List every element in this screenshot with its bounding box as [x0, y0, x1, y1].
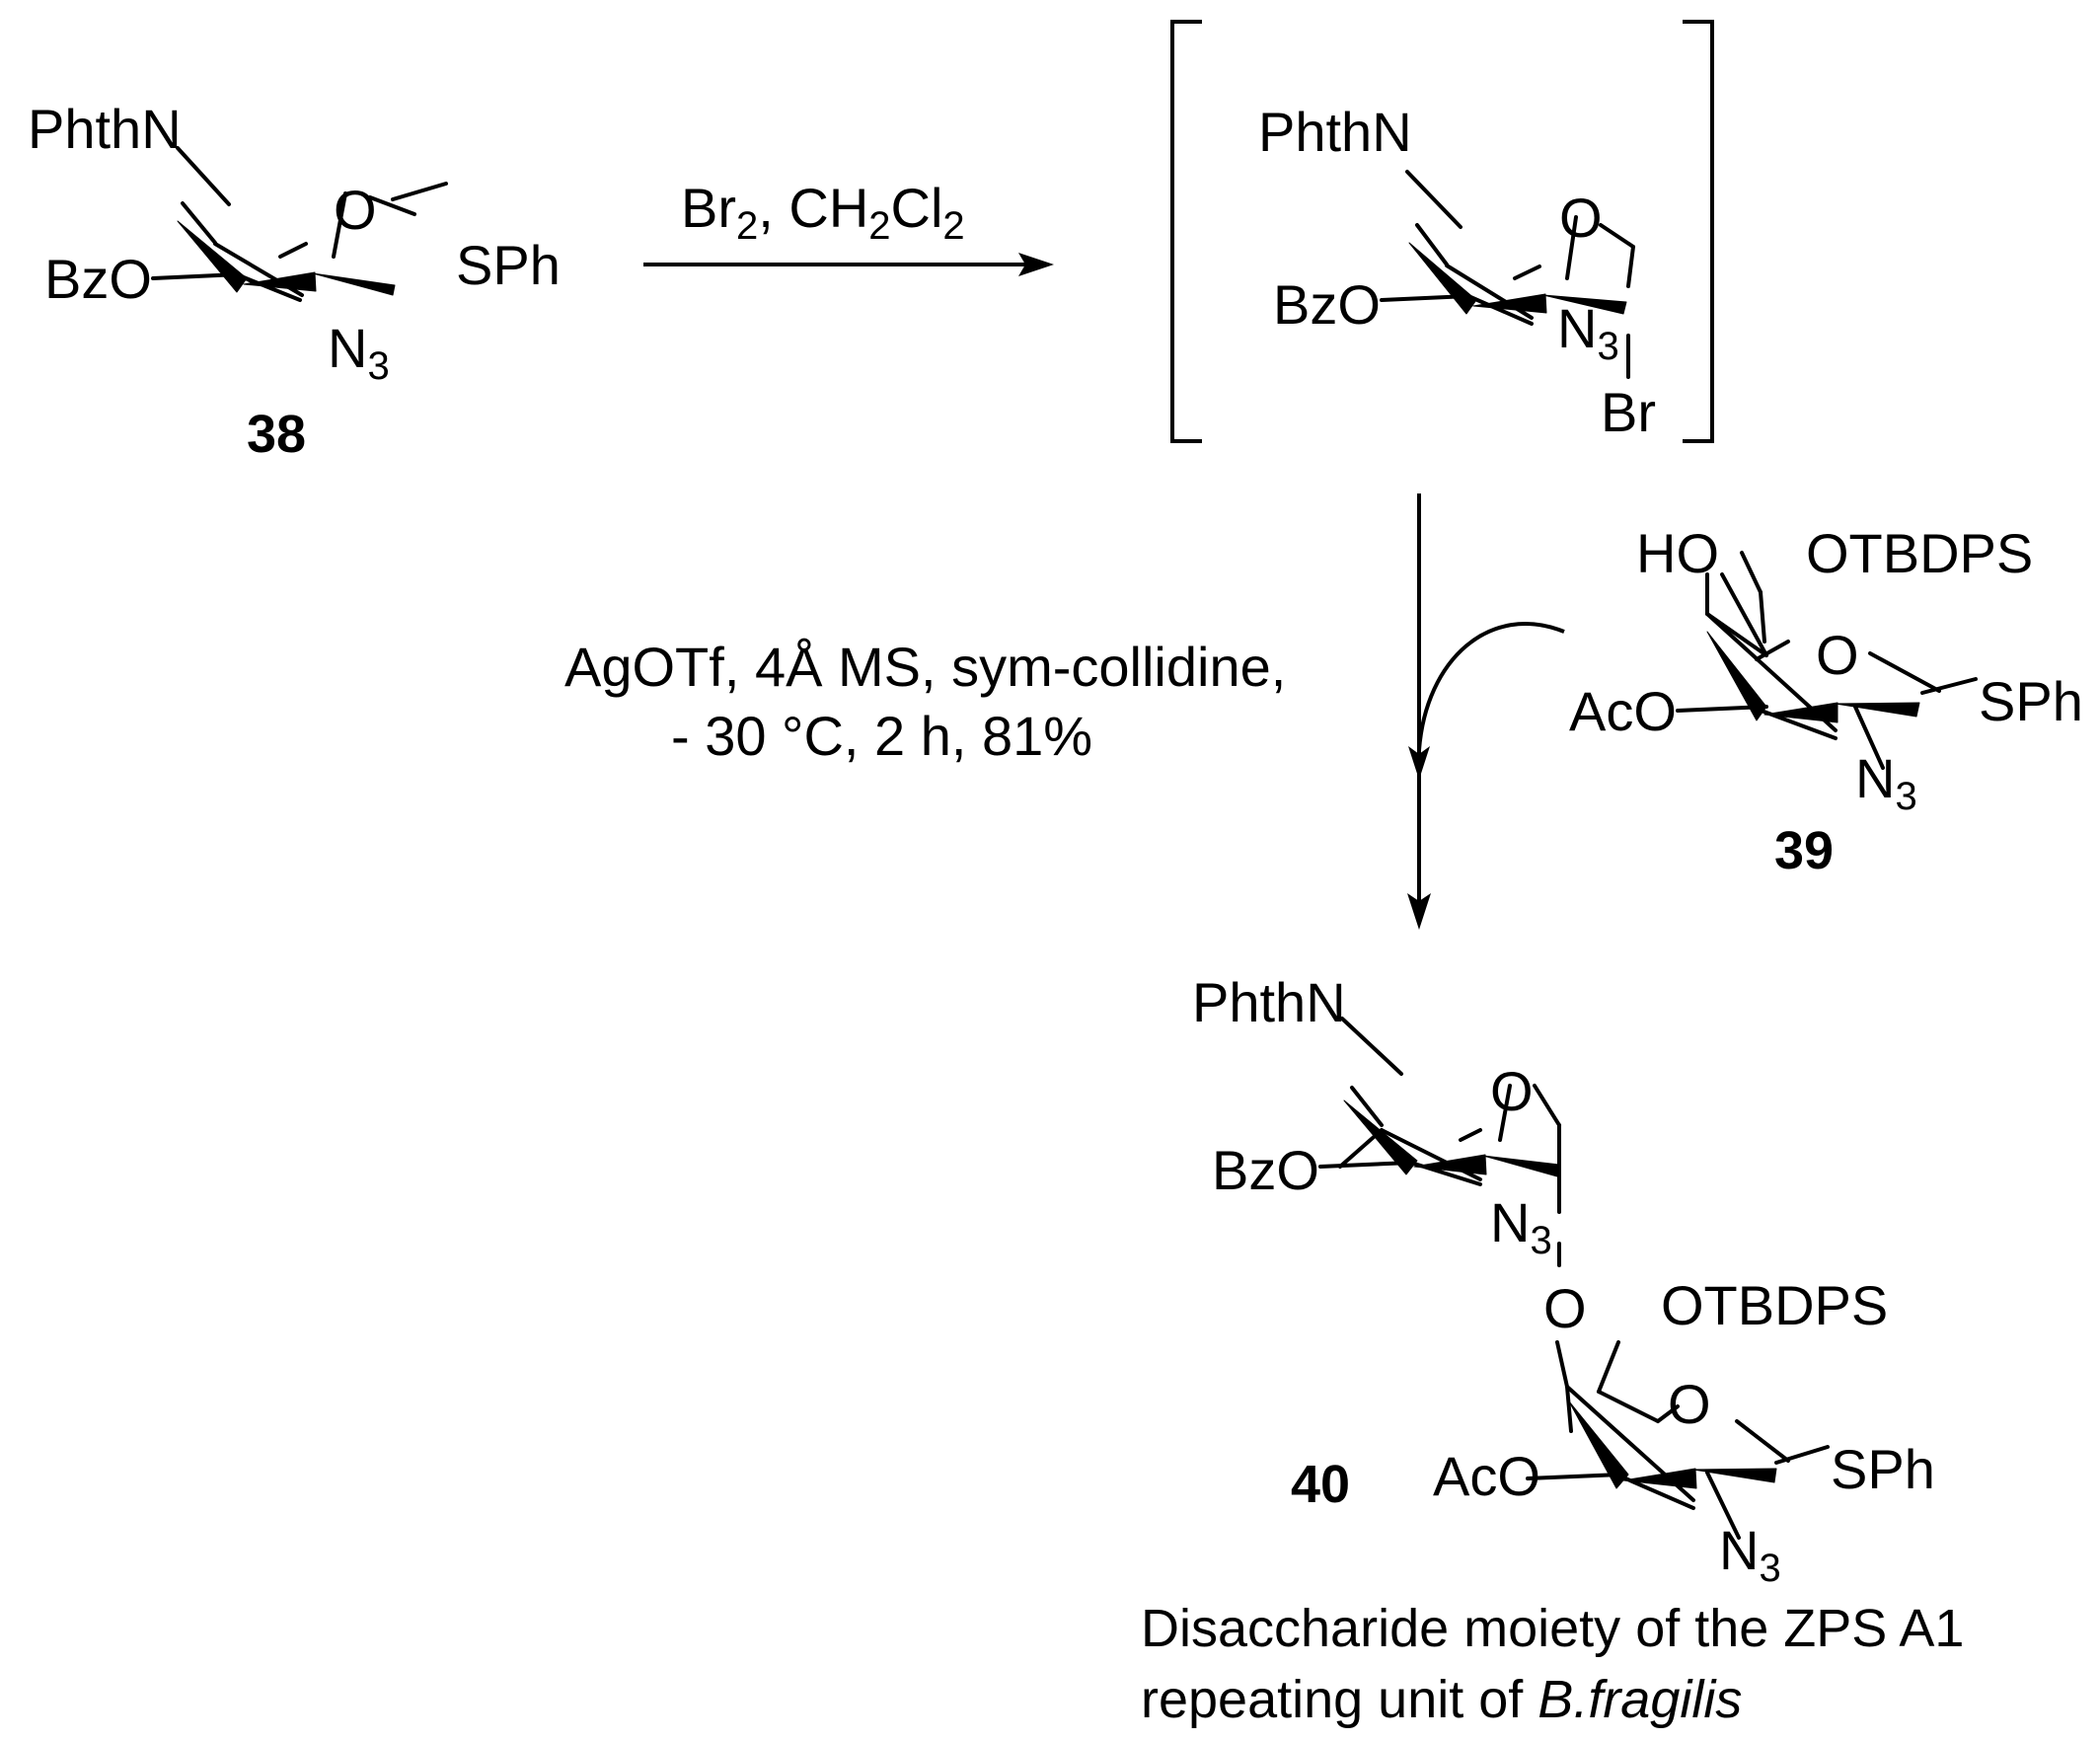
- ring-oxygen-top-label: O: [1490, 1060, 1534, 1122]
- caption-line1: Disaccharide moiety of the ZPS A1: [1141, 1599, 1964, 1658]
- compound-number-39: 39: [1774, 821, 1834, 880]
- phthn-label: PhthN: [28, 98, 182, 160]
- azide-label: N3: [1855, 747, 1917, 818]
- otbdps-label: OTBDPS: [1661, 1274, 1888, 1336]
- step1-conditions: Br2, CH2Cl2: [681, 177, 965, 248]
- compound-39: HO OTBDPS O AcO SPh N3 39: [1569, 522, 2083, 880]
- sph-label: SPh: [456, 234, 561, 296]
- compound-number-40: 40: [1291, 1455, 1350, 1514]
- reaction-arrow-1: [643, 253, 1054, 276]
- sph-label: SPh: [1831, 1438, 1935, 1500]
- aco-label: AcO: [1569, 680, 1677, 742]
- step2-conditions-line1: AgOTf, 4Å MS, sym-collidine,: [564, 636, 1286, 698]
- ring-oxygen-bottom-label: O: [1668, 1373, 1711, 1435]
- ring-oxygen-label: O: [1816, 624, 1859, 686]
- compound-40: PhthN O BzO N3 O OTBDPS O AcO SPh N3 40: [1192, 971, 1935, 1590]
- bzo-label: BzO: [1273, 273, 1381, 336]
- compound-number-38: 38: [247, 405, 306, 464]
- azide-label: N3: [1557, 297, 1619, 368]
- azide-label: N3: [328, 317, 390, 388]
- azide-top-label: N3: [1490, 1191, 1552, 1262]
- sph-label: SPh: [1979, 670, 2083, 732]
- left-bracket: [1170, 20, 1202, 443]
- bzo-label: BzO: [1212, 1139, 1319, 1201]
- caption-line2: repeating unit of B.fragilis: [1141, 1670, 1742, 1729]
- step2-conditions-line2: - 30 °C, 2 h, 81%: [671, 705, 1092, 767]
- bromide-intermediate: PhthN O BzO N3 Br: [1170, 20, 1714, 443]
- phthn-label: PhthN: [1192, 971, 1346, 1033]
- ring-oxygen-label: O: [334, 179, 377, 241]
- otbdps-label: OTBDPS: [1806, 522, 2033, 584]
- right-bracket: [1683, 20, 1714, 443]
- reaction-arrow-2: [1407, 493, 1565, 930]
- reagent-entry-curve: [1417, 622, 1565, 751]
- glycosidic-oxygen-label: O: [1543, 1277, 1587, 1339]
- ring-oxygen-label: O: [1559, 187, 1603, 249]
- phthn-label: PhthN: [1258, 101, 1412, 163]
- bromine-label: Br: [1601, 381, 1656, 443]
- bzo-label: BzO: [44, 248, 152, 310]
- hydroxyl-label: HO: [1636, 522, 1719, 584]
- aco-label: AcO: [1433, 1445, 1540, 1507]
- compound-38: PhthN O BzO SPh N3 38: [28, 98, 561, 464]
- azide-bottom-label: N3: [1719, 1519, 1781, 1590]
